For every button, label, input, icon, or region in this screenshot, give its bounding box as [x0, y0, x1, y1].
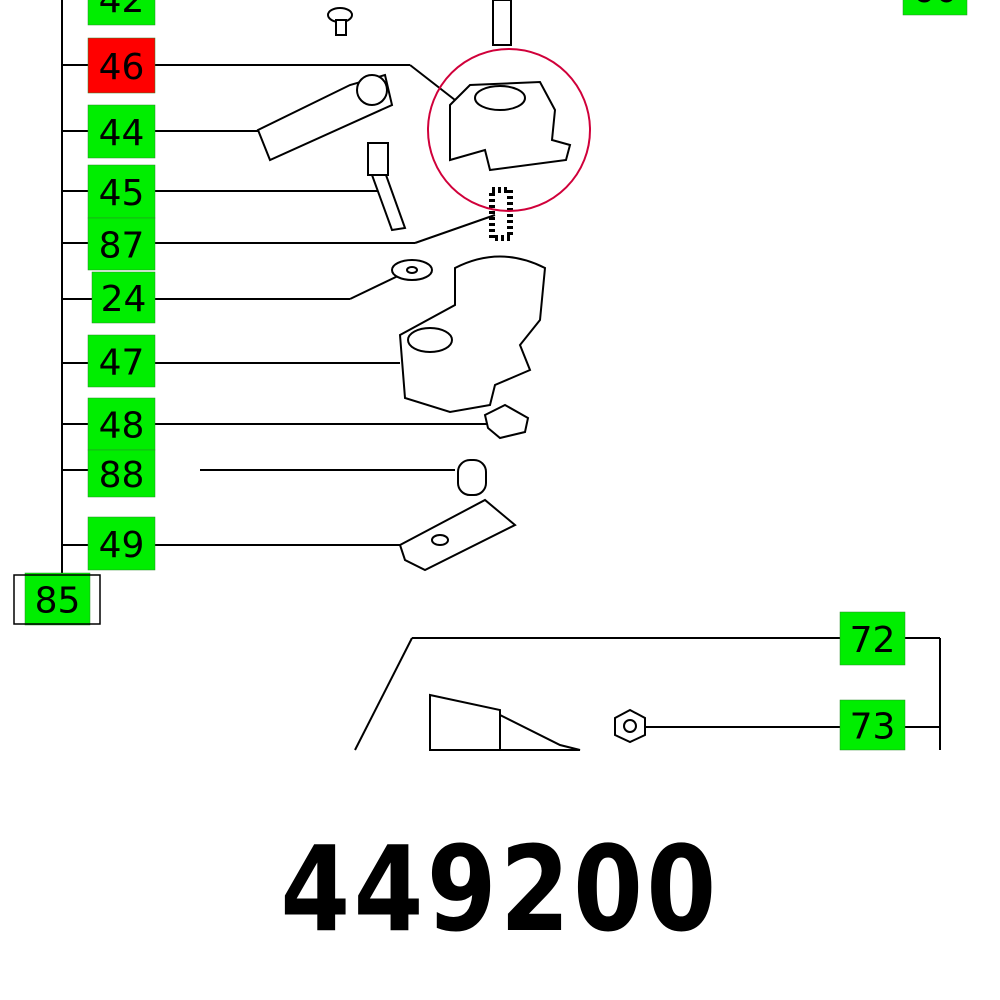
- callout-label-text: 73: [850, 707, 896, 748]
- callout-label-87[interactable]: 87: [87, 217, 156, 271]
- pin-part: [492, 0, 512, 46]
- callout-label-49[interactable]: 49: [87, 516, 156, 571]
- callout-label-47[interactable]: 47: [87, 334, 156, 388]
- housing-part: [398, 255, 547, 414]
- label-85-frame: [13, 574, 101, 625]
- highlight-circle: [427, 48, 591, 212]
- callout-label-44[interactable]: 44: [87, 104, 156, 159]
- callout-label-box: [839, 699, 906, 751]
- callout-label-85[interactable]: 85: [24, 572, 91, 626]
- callout-label-text: 48: [99, 406, 145, 447]
- callout-label-box: [87, 397, 156, 451]
- callout-label-text: 60: [912, 0, 958, 11]
- callout-label-box: [87, 516, 156, 571]
- callout-label-box: [87, 217, 156, 271]
- callout-label-text: 87: [99, 226, 145, 267]
- clip-part: [457, 459, 487, 496]
- screw-part: [327, 7, 353, 36]
- callout-label-text: 44: [99, 113, 145, 154]
- callout-label-box: [839, 611, 906, 666]
- callout-label-48[interactable]: 48: [87, 397, 156, 451]
- callout-label-box: [87, 0, 156, 26]
- callout-label-60[interactable]: 60: [902, 0, 968, 16]
- callout-label-88[interactable]: 88: [87, 449, 156, 498]
- nut-part: [483, 403, 530, 440]
- clamp-block-part: [449, 80, 572, 172]
- callout-label-box: [87, 37, 156, 94]
- bracket-part: [429, 693, 581, 751]
- callout-label-73[interactable]: 73: [839, 699, 906, 751]
- callout-label-box: [24, 572, 91, 626]
- callout-label-46[interactable]: 46: [87, 37, 156, 94]
- callout-label-42[interactable]: 42: [87, 0, 156, 26]
- callout-label-text: 47: [99, 343, 145, 384]
- callout-label-box: [87, 449, 156, 498]
- lever-part: [256, 73, 394, 162]
- part-number: 449200: [280, 820, 720, 958]
- callout-label-box: [87, 104, 156, 159]
- plate-part: [398, 498, 517, 572]
- callout-label-text: 45: [99, 173, 145, 214]
- callout-label-45[interactable]: 45: [87, 164, 156, 219]
- callout-label-72[interactable]: 72: [839, 611, 906, 666]
- callout-label-text: 85: [35, 581, 81, 622]
- callout-label-text: 88: [99, 455, 145, 496]
- washer-part: [391, 259, 433, 281]
- callout-label-text: 49: [99, 525, 145, 566]
- callout-label-text: 46: [99, 47, 145, 88]
- callout-label-box: [902, 0, 968, 16]
- callout-label-24[interactable]: 24: [91, 271, 156, 324]
- callout-label-box: [91, 271, 156, 324]
- callout-label-box: [87, 334, 156, 388]
- callout-label-box: [87, 164, 156, 219]
- callout-label-text: 72: [850, 620, 896, 661]
- bolt-part: [367, 142, 407, 232]
- callout-label-text: 42: [99, 0, 145, 21]
- callout-label-text: 24: [101, 279, 147, 320]
- spring-part: [489, 187, 513, 241]
- hex-nut-part: [614, 708, 646, 744]
